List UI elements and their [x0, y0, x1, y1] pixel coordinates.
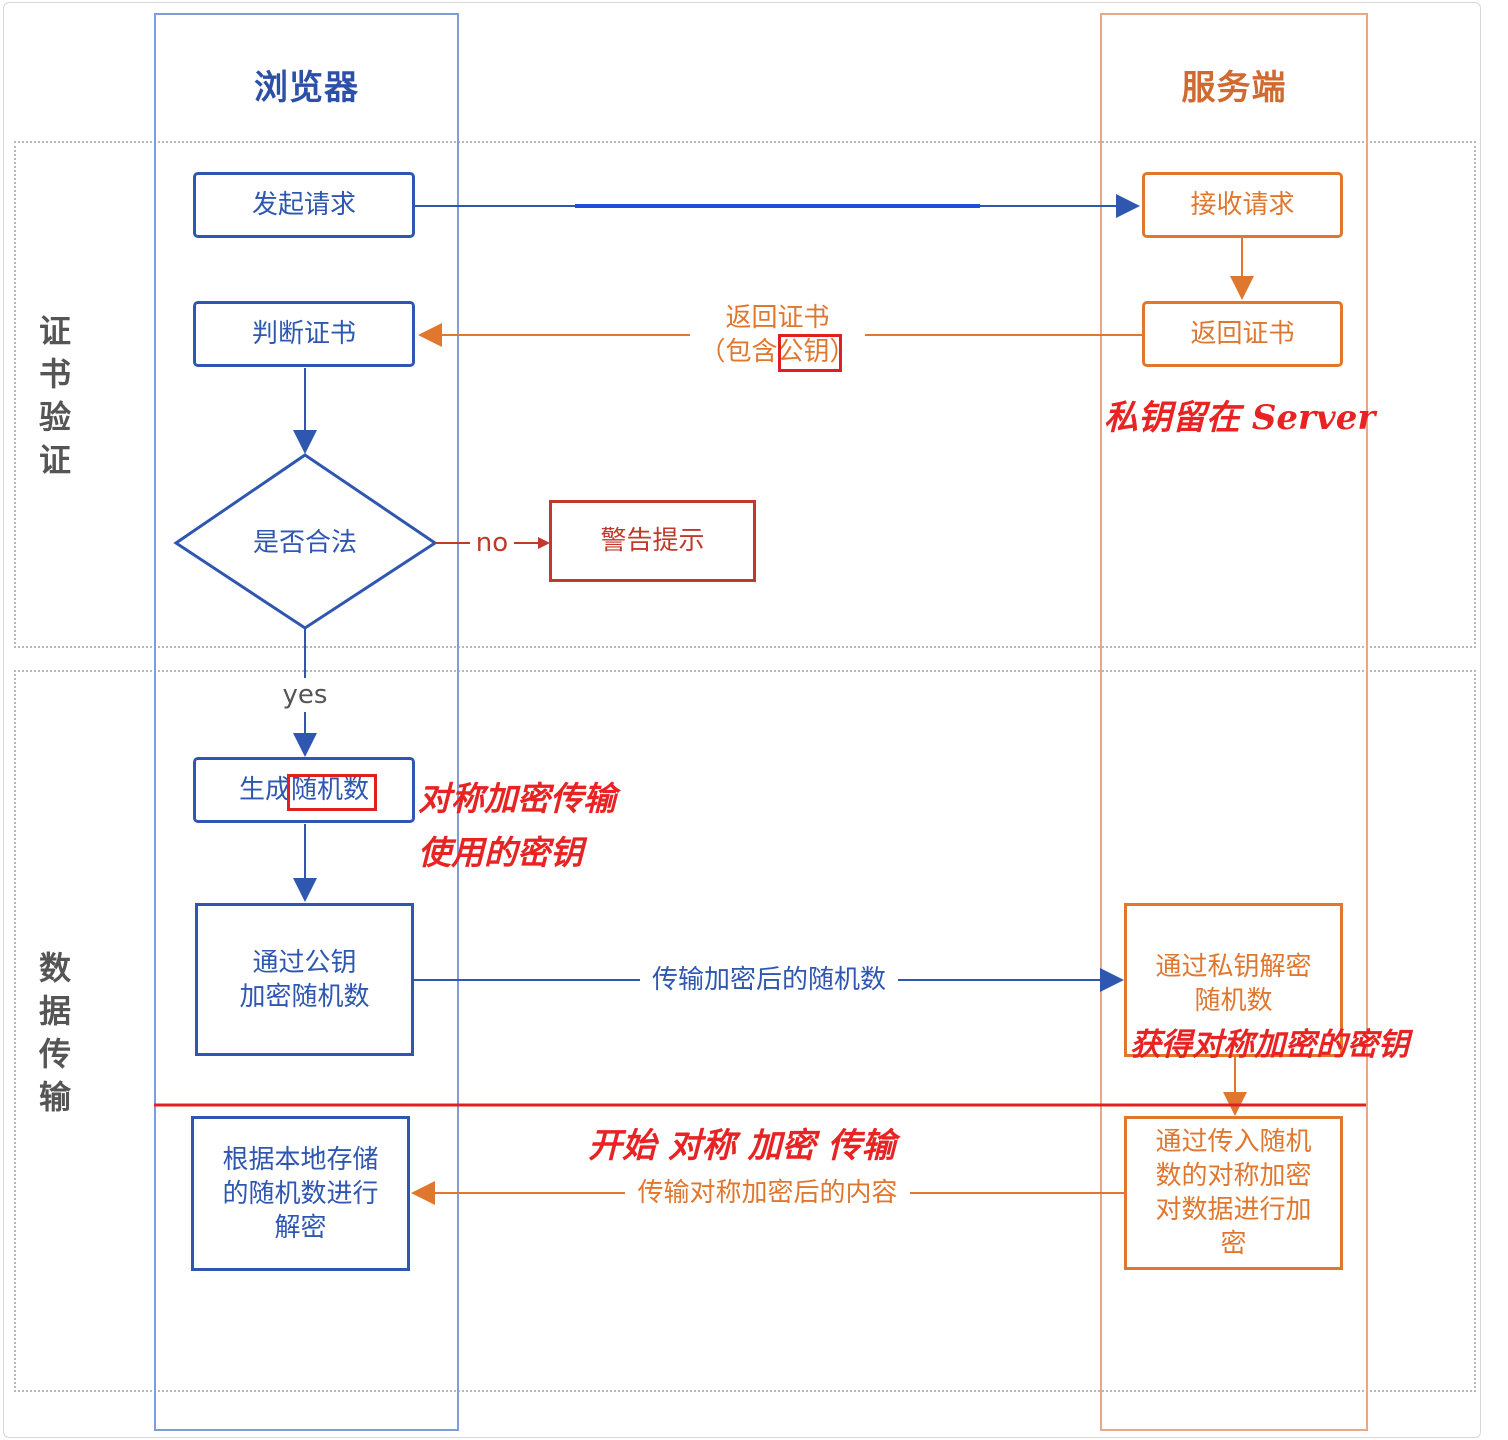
encrypt-random-node: 通过公钥 加密随机数: [195, 903, 414, 1056]
recv-request-node: 接收请求: [1142, 172, 1343, 238]
edge-label-line: 返回证书: [725, 303, 830, 333]
node-line: 通过传入随机: [1155, 1127, 1312, 1157]
phase-char: 证: [38, 312, 71, 350]
server-lane-title: 服务端: [1181, 68, 1287, 108]
node-line: 根据本地存储: [222, 1144, 379, 1175]
got-key-annotation: 获得对称加密的密钥: [1130, 1027, 1409, 1063]
send-encrypted-random-label: 传输加密后的随机数: [640, 963, 898, 997]
node-line: 随机数: [1194, 986, 1273, 1016]
edge-label-line: （包含公钥）: [699, 337, 856, 367]
data-phase-label: 数 据 传 输: [30, 947, 80, 1119]
phase-char: 传: [38, 1035, 71, 1073]
public-key-highlight-box: [778, 334, 842, 372]
data-phase-band: [14, 670, 1476, 1392]
random-highlight-box: [287, 774, 377, 811]
phase-char: 书: [38, 355, 71, 393]
node-line: 解密: [274, 1212, 327, 1243]
send-encrypted-content-label: 传输对称加密后的内容: [625, 1176, 910, 1210]
phase-char: 据: [38, 992, 71, 1030]
send-request-node: 发起请求: [193, 172, 415, 238]
phase-char: 证: [38, 441, 71, 479]
yes-edge-label: yes: [275, 678, 335, 712]
node-line: 通过公钥: [252, 947, 357, 978]
node-line: 数的对称加密: [1155, 1161, 1312, 1191]
phase-char: 验: [38, 398, 71, 436]
start-sym-annotation: 开始 对称 加密 传输: [588, 1126, 896, 1166]
node-line: 加密随机数: [239, 981, 370, 1012]
private-key-annotation: 私钥留在 Server: [1104, 398, 1376, 438]
return-cert-edge-label: 返回证书 （包含公钥）: [690, 301, 865, 369]
server-lane: [1100, 13, 1368, 1431]
decrypt-local-node: 根据本地存储 的随机数进行 解密: [191, 1116, 410, 1271]
phase-char: 输: [38, 1078, 71, 1116]
judge-cert-node: 判断证书: [193, 301, 415, 367]
cert-phase-band: [14, 141, 1476, 648]
node-line: 的随机数进行: [222, 1178, 379, 1209]
phase-char: 数: [38, 949, 71, 987]
sym-key-annotation-line1: 对称加密传输: [418, 779, 616, 818]
return-cert-node: 返回证书: [1142, 301, 1343, 367]
node-line: 密: [1220, 1229, 1247, 1259]
encrypt-data-node: 通过传入随机 数的对称加密 对数据进行加 密: [1124, 1116, 1343, 1270]
image-frame: [3, 2, 1481, 1438]
node-line: 对数据进行加: [1155, 1195, 1312, 1225]
no-edge-label: no: [470, 526, 514, 560]
sym-key-annotation-line2: 使用的密钥: [418, 833, 583, 872]
decrypt-private-node: 通过私钥解密 随机数: [1124, 903, 1343, 1057]
browser-lane-title: 浏览器: [254, 68, 359, 108]
browser-lane: [154, 13, 459, 1431]
is-valid-label: 是否合法: [252, 528, 357, 558]
warning-node: 警告提示: [549, 500, 756, 582]
node-line: 通过私钥解密: [1155, 952, 1312, 982]
cert-phase-label: 证 书 验 证: [30, 310, 80, 482]
gen-random-node: 生成随机数: [193, 757, 415, 823]
